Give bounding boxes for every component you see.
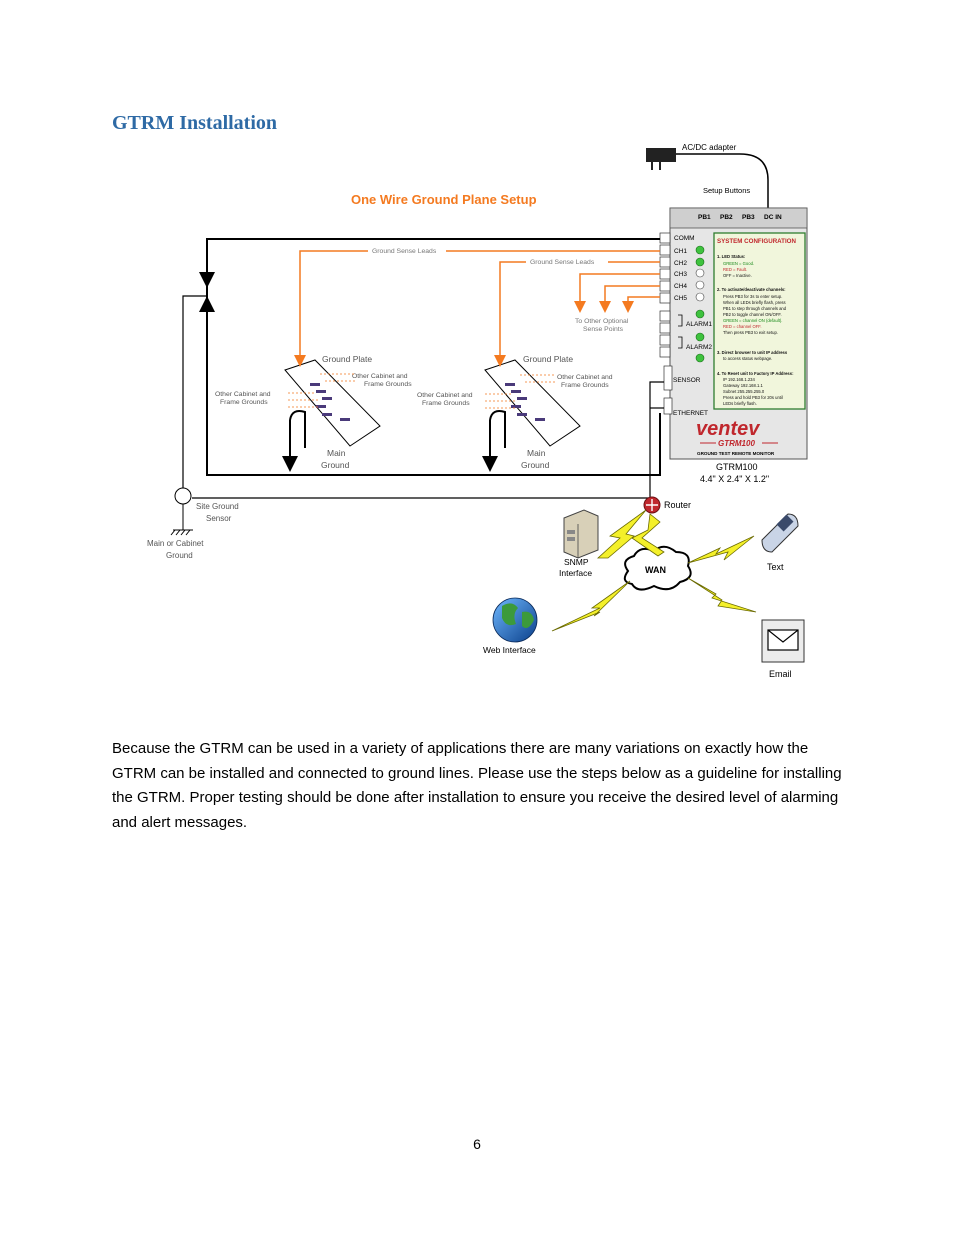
cabinet-ground-label: Main or Cabinet xyxy=(147,539,204,548)
ac-dc-adapter: AC/DC adapter xyxy=(646,143,769,210)
config-line: OFF = Inactive. xyxy=(723,273,752,278)
port-ethernet: ETHERNET xyxy=(673,410,708,417)
config-panel xyxy=(713,232,806,410)
button-label-pb2: PB2 xyxy=(720,214,733,221)
model-badge: GTRM100 xyxy=(718,439,755,448)
config-line: PB2 to toggle channel ON/OFF. xyxy=(723,312,782,317)
text-label: Text xyxy=(767,562,784,572)
site-ground-sensor xyxy=(174,487,192,505)
config-line: Press and hold PB3 for 20s until xyxy=(723,395,783,400)
other-grounds-label: Other Cabinet and xyxy=(417,392,473,399)
button-label-pb3: PB3 xyxy=(742,214,755,221)
sense-leads-label-1: Ground Sense Leads xyxy=(372,248,437,255)
ground-plate-2-label: Ground Plate xyxy=(523,354,573,364)
port-comm: COMM xyxy=(674,235,695,242)
cabinet-ground-label: Ground xyxy=(166,551,193,560)
config-line: When all LEDs briefly flash, press xyxy=(723,300,786,305)
email-label: Email xyxy=(769,669,792,679)
other-grounds-label: Frame Grounds xyxy=(422,400,470,407)
led-ch1 xyxy=(695,245,705,255)
config-line: 3. Direct browser to unit IP address xyxy=(717,350,788,355)
config-line: Press PB3 for 3s to enter setup. xyxy=(723,294,782,299)
config-line: to access status webpage. xyxy=(723,356,772,361)
adapter-label: AC/DC adapter xyxy=(682,143,737,152)
brand-logo: ventev xyxy=(696,418,761,440)
button-label-dc-in: DC IN xyxy=(764,214,782,221)
snmp-label: Interface xyxy=(559,568,592,578)
router-label: Router xyxy=(664,500,691,510)
other-grounds-label: Frame Grounds xyxy=(220,399,268,406)
config-line: Then press PB3 to exit setup. xyxy=(723,330,778,335)
page-number: 6 xyxy=(473,1136,481,1152)
config-line: 4. To Reset unit to Factory IP Address: xyxy=(717,371,793,376)
email-icon xyxy=(761,619,805,663)
installation-diagram: AC/DC adapter Setup Buttons One Wire Gro… xyxy=(147,143,808,679)
optional-points-label: Sense Points xyxy=(583,326,624,333)
port-sensor: SENSOR xyxy=(673,377,701,384)
wan-cloud-icon: WAN xyxy=(623,545,692,591)
dimensions-label: 4.4" X 2.4" X 1.2" xyxy=(700,474,769,484)
config-title: SYSTEM CONFIGURATION xyxy=(717,238,796,245)
wan-label: WAN xyxy=(645,565,666,575)
config-line: GREEN = Good. xyxy=(723,261,754,266)
port-ch1: CH1 xyxy=(674,248,687,255)
config-line: PB1 to step through channels and xyxy=(723,306,787,311)
port-alarm2: ALARM2 xyxy=(686,344,712,351)
figure-title: One Wire Ground Plane Setup xyxy=(351,192,537,207)
main-ground-1-label: Ground xyxy=(321,460,350,470)
led-alarm2 xyxy=(695,332,705,342)
phone-icon xyxy=(761,513,799,553)
port-ch3: CH3 xyxy=(674,271,687,278)
config-line: Subnet 255.255.255.0 xyxy=(723,389,765,394)
config-line: GREEN = channel ON (default). xyxy=(723,318,782,323)
config-line: RED = Fault. xyxy=(723,267,747,272)
led-alarm1 xyxy=(695,309,705,319)
button-label-pb1: PB1 xyxy=(698,214,711,221)
ground-plate-1-label: Ground Plate xyxy=(322,354,372,364)
globe-icon xyxy=(492,597,538,643)
router-icon xyxy=(643,496,661,514)
sense-leads-label-2: Ground Sense Leads xyxy=(530,259,595,266)
config-line: 1. LED Status: xyxy=(717,254,745,259)
config-line: LEDs briefly flash. xyxy=(723,401,757,406)
snmp-server-icon xyxy=(563,509,599,559)
other-grounds-label: Other Cabinet and xyxy=(352,373,408,380)
led-ch5 xyxy=(695,292,705,302)
other-grounds-label: Frame Grounds xyxy=(561,382,609,389)
snmp-label: SNMP xyxy=(564,557,589,567)
page-heading: GTRM Installation xyxy=(112,112,278,134)
site-sensor-label: Sensor xyxy=(206,514,232,523)
led-status xyxy=(695,353,705,363)
config-line: IP 192.168.1.234 xyxy=(723,377,755,382)
port-ch4: CH4 xyxy=(674,283,687,290)
port-ch5: CH5 xyxy=(674,295,687,302)
web-interface-label: Web Interface xyxy=(483,645,536,655)
config-line: 2. To activate/deactivate channels: xyxy=(717,287,786,292)
main-ground-1-label: Main xyxy=(327,448,346,458)
optional-points-label: To Other Optional xyxy=(575,318,629,325)
setup-buttons-label: Setup Buttons xyxy=(703,186,750,195)
other-grounds-label: Other Cabinet and xyxy=(557,374,613,381)
config-line: Gateway 192.168.1.1 xyxy=(723,383,763,388)
config-line: RED = channel OFF. xyxy=(723,324,762,329)
port-alarm1: ALARM1 xyxy=(686,321,712,328)
main-ground-2-label: Main xyxy=(527,448,546,458)
main-ground-2-label: Ground xyxy=(521,460,550,470)
other-grounds-label: Other Cabinet and xyxy=(215,391,271,398)
model-label: GTRM100 xyxy=(716,462,758,472)
product-name: GROUND TEST REMOTE MONITOR xyxy=(697,451,775,456)
gtrm-device: PB1 PB2 PB3 DC IN COMM CH1 CH2 CH3 CH4 C… xyxy=(659,207,808,460)
led-ch4 xyxy=(695,280,705,290)
led-ch2 xyxy=(695,257,705,267)
port-ch2: CH2 xyxy=(674,260,687,267)
body-paragraph: Because the GTRM can be used in a variet… xyxy=(112,740,842,831)
led-ch3 xyxy=(695,268,705,278)
other-grounds-label: Frame Grounds xyxy=(364,381,412,388)
site-sensor-label: Site Ground xyxy=(196,502,239,511)
